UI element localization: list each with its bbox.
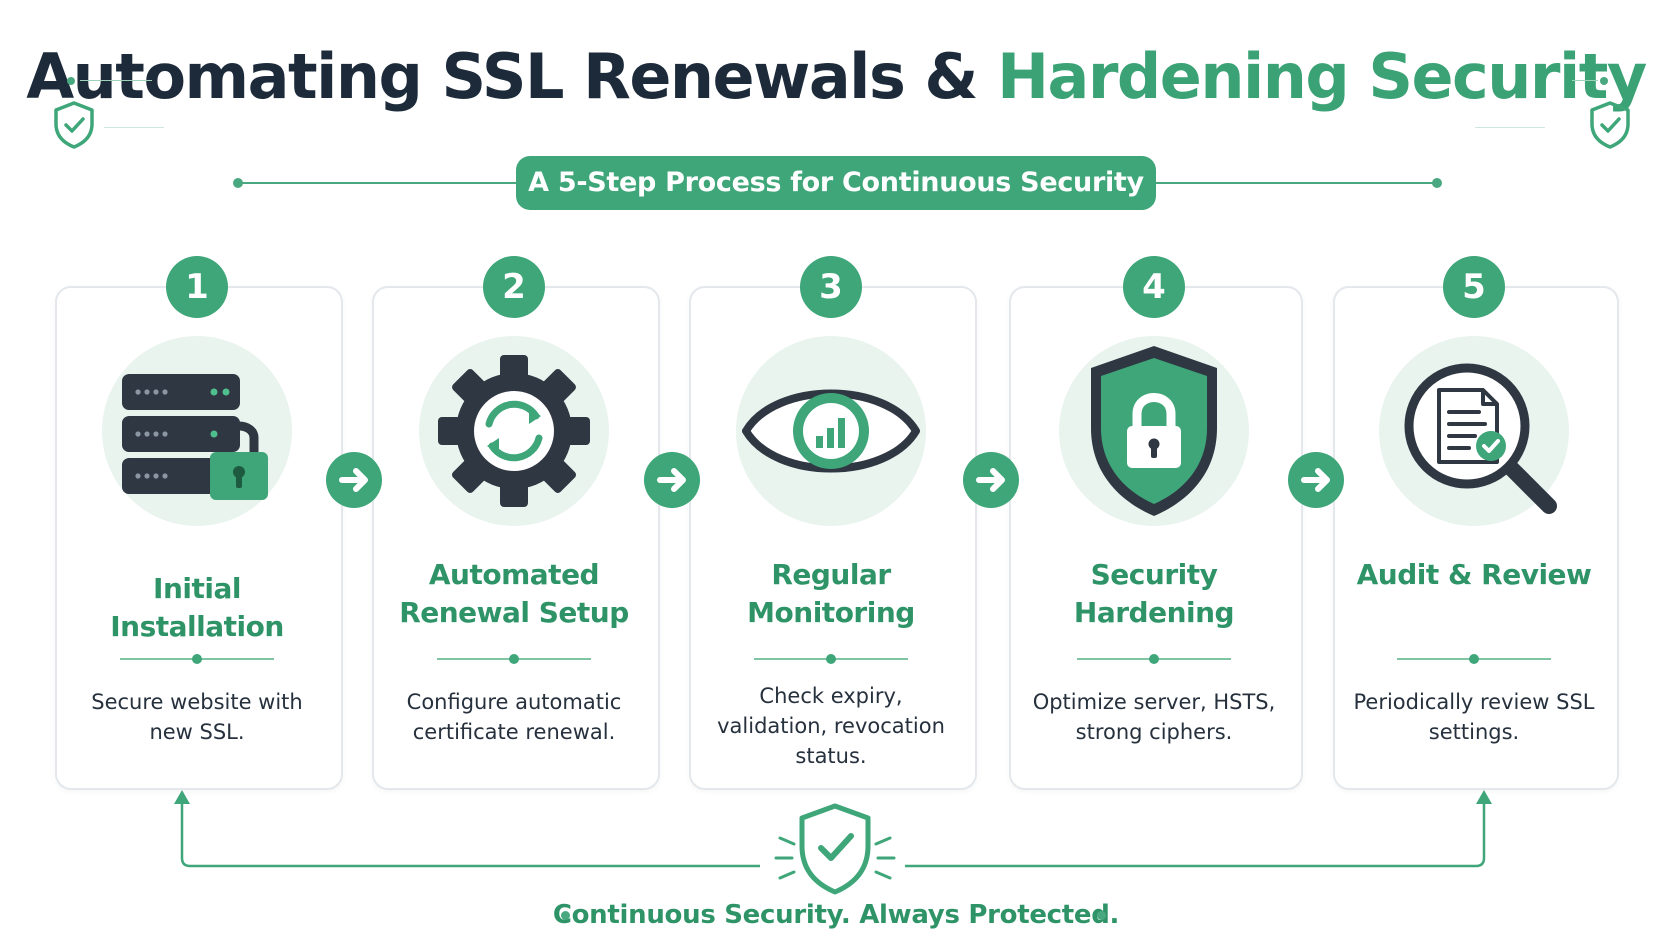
step-title: Regular Monitoring	[747, 558, 915, 629]
step-number-badge: 2	[483, 256, 545, 318]
shield-lock-icon	[1091, 346, 1217, 516]
step-description: Configure automatic certificate renewal.	[406, 690, 622, 744]
subtitle-banner: A 5-Step Process for Continuous Security	[516, 156, 1156, 210]
page-title: Automating SSL Renewals & Hardening Secu…	[0, 40, 1672, 113]
step-description: Secure website with new SSL.	[91, 690, 303, 744]
subtitle-rule-right	[1152, 182, 1435, 184]
eye-chart-icon	[742, 389, 920, 473]
step-number-badge: 1	[166, 256, 228, 318]
step-description: Periodically review SSL settings.	[1353, 690, 1595, 744]
decor-dot	[1600, 77, 1608, 85]
footer-dot	[561, 911, 570, 920]
decor-line	[1475, 127, 1545, 128]
decor-line	[80, 80, 152, 81]
arrow-right-icon	[326, 452, 382, 508]
divider-dot	[192, 654, 202, 664]
step-number-badge: 5	[1443, 256, 1505, 318]
subtitle-rule-dot	[1432, 178, 1442, 188]
decor-line	[1572, 80, 1598, 81]
shield-check-icon	[1590, 101, 1630, 149]
step-description: Check expiry, validation, revocation sta…	[717, 684, 945, 768]
server-lock-icon	[122, 374, 268, 500]
subtitle-rule-left	[240, 182, 520, 184]
shield-check-icon	[54, 101, 94, 149]
step-number-badge: 4	[1123, 256, 1185, 318]
subtitle-rule-dot	[233, 178, 243, 188]
gear-refresh-icon	[438, 355, 590, 507]
step-number-badge: 3	[800, 256, 862, 318]
arrow-right-icon	[644, 452, 700, 508]
arrow-right-icon	[1288, 452, 1344, 508]
divider-dot	[1469, 654, 1479, 664]
footer-tagline: Continuous Security. Always Protected.	[552, 900, 1120, 930]
divider-dot	[826, 654, 836, 664]
step-title: Initial Installation	[110, 572, 284, 643]
decor-line	[104, 127, 164, 128]
step-title: Automated Renewal Setup	[399, 558, 629, 629]
magnifier-document-icon	[1404, 363, 1557, 514]
divider-dot	[1149, 654, 1159, 664]
title-part-1: Automating SSL Renewals &	[26, 40, 998, 113]
decor-dot	[67, 77, 75, 85]
title-part-2: Hardening Security	[997, 40, 1647, 113]
step-title: Audit & Review	[1356, 558, 1592, 591]
shield-check-icon	[774, 803, 896, 895]
feedback-loop-connector	[174, 790, 1492, 868]
divider-dot	[509, 654, 519, 664]
footer-dot	[1097, 911, 1106, 920]
step-title: Security Hardening	[1073, 558, 1235, 629]
arrow-right-icon	[963, 452, 1019, 508]
step-description: Optimize server, HSTS, strong ciphers.	[1032, 690, 1276, 744]
